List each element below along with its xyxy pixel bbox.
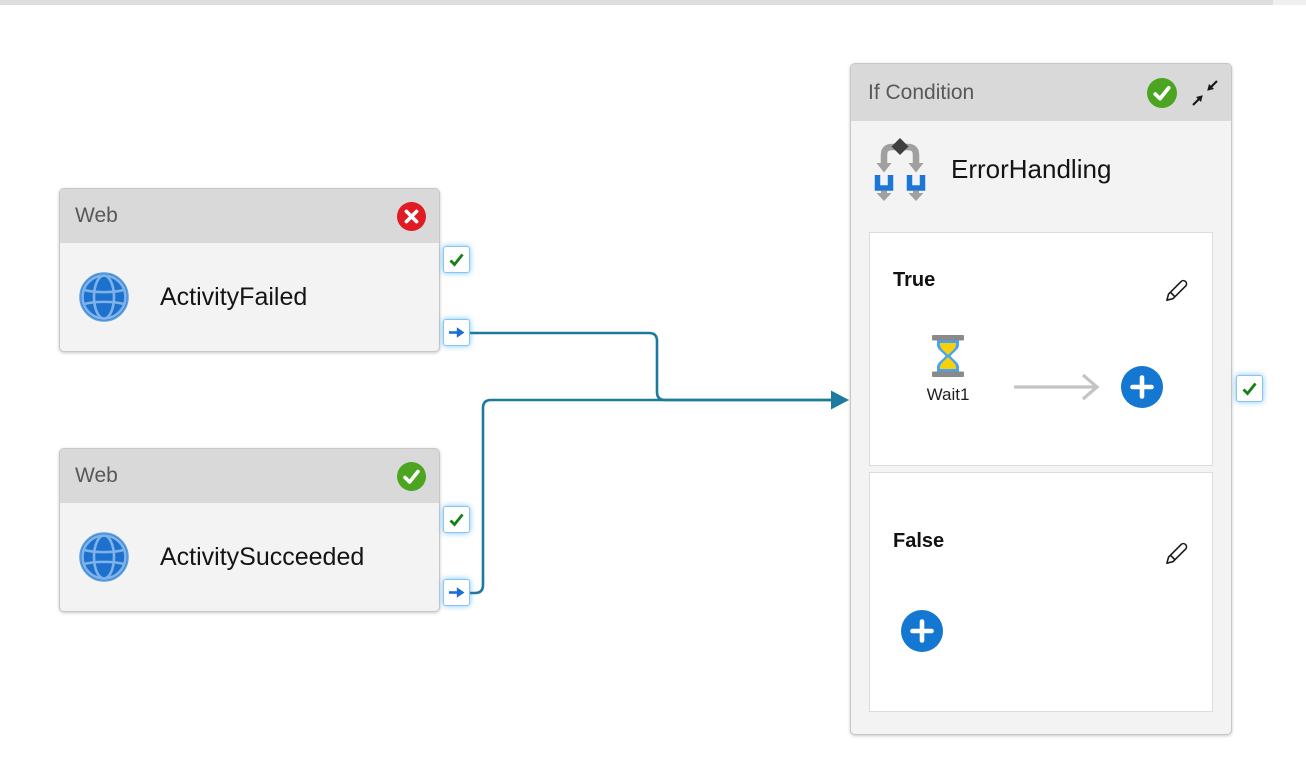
activity-name: ActivitySucceeded — [160, 542, 365, 571]
collapse-icon[interactable] — [1191, 79, 1219, 107]
status-succeeded-badge-icon — [1147, 77, 1177, 108]
check-icon — [1242, 382, 1257, 396]
output-arrow-port-failed-activity[interactable] — [443, 319, 470, 346]
edit-pencil-icon[interactable] — [1162, 536, 1192, 566]
globe-icon — [79, 532, 129, 582]
edit-pencil-icon[interactable] — [1162, 273, 1192, 303]
status-succeeded-badge-icon — [397, 461, 426, 491]
activity-type-label: If Condition — [868, 80, 975, 104]
hourglass-icon — [932, 335, 964, 377]
if-condition-header: If Condition — [851, 64, 1231, 121]
activity-card-if-condition[interactable]: If Condition — [850, 63, 1232, 735]
wait-activity-name: Wait1 — [926, 385, 970, 404]
status-failed-badge-icon — [397, 201, 426, 231]
false-branch-label: False — [893, 530, 945, 552]
output-arrow-port-succeeded-activity[interactable] — [443, 579, 470, 606]
activity-type-label: Web — [75, 464, 118, 487]
arrow-right-icon — [449, 587, 465, 598]
check-icon — [449, 513, 464, 527]
connector-arrowhead-icon — [831, 390, 849, 410]
if-condition-title-row: ErrorHandling — [872, 136, 1111, 202]
check-icon — [449, 253, 464, 267]
add-activity-button-false[interactable] — [901, 610, 943, 652]
flow-arrow-icon — [1014, 373, 1100, 401]
activity-type-label: Web — [75, 204, 118, 227]
activity-name: ErrorHandling — [951, 153, 1112, 184]
activity-card-header: Web — [60, 189, 439, 243]
if-condition-branch-icon — [874, 138, 926, 201]
horizontal-scrollbar-thumb[interactable] — [0, 0, 1273, 5]
wait-activity-node[interactable]: Wait1 — [908, 335, 988, 405]
globe-icon — [79, 272, 129, 322]
activity-name: ActivityFailed — [160, 282, 308, 311]
success-output-port-succeeded-activity[interactable] — [443, 506, 470, 533]
success-output-port-if-condition[interactable] — [1236, 375, 1263, 402]
activity-card-body: ActivitySucceeded — [60, 503, 439, 611]
success-output-port-failed-activity[interactable] — [443, 246, 470, 273]
activity-card-body: ActivityFailed — [60, 243, 439, 351]
activity-card-web-succeeded[interactable]: Web ActivitySucceeded — [59, 448, 440, 612]
arrow-right-icon — [449, 327, 465, 338]
activity-card-web-failed[interactable]: Web ActivityFailed — [59, 188, 440, 352]
plus-icon — [1130, 375, 1154, 399]
false-branch-panel: False — [869, 472, 1213, 712]
true-branch-label: True — [893, 269, 936, 291]
activity-card-header: Web — [60, 449, 439, 503]
connector-line-failed-to-if[interactable] — [470, 331, 834, 402]
true-branch-panel: True Wait1 — [869, 232, 1213, 466]
connector-line-succeeded-to-if[interactable] — [470, 398, 834, 595]
plus-icon — [910, 619, 934, 643]
horizontal-scrollbar-track[interactable] — [0, 0, 1306, 5]
add-activity-button-true[interactable] — [1121, 366, 1163, 408]
